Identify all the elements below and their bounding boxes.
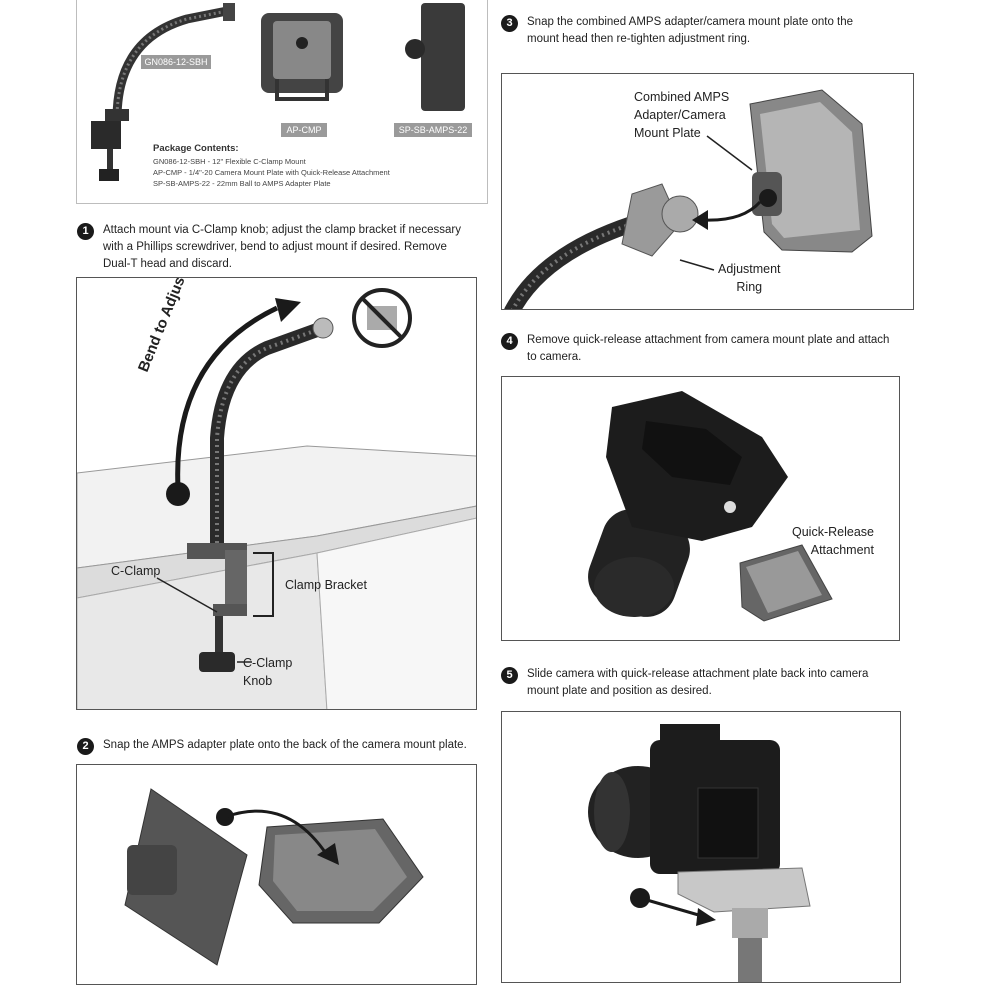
step-4-number: 4	[501, 333, 518, 350]
step-3-line: mount head then re-tighten adjustment ri…	[527, 33, 751, 45]
camera-slide-in-drawing	[588, 724, 811, 982]
c-clamp-label: C-Clamp	[111, 564, 161, 578]
step-1-number: 1	[77, 223, 94, 240]
step-2-text: Snap the AMPS adapter plate onto the bac…	[103, 737, 493, 754]
step-1-line: Attach mount via C-Clamp knob; adjust th…	[103, 224, 461, 236]
clamp-mount-drawing	[77, 288, 476, 709]
combined-plate-label-line: Adapter/Camera	[634, 108, 726, 122]
amps-plate-snap-drawing	[124, 788, 424, 966]
ring-label-line: Adjustment	[718, 262, 781, 276]
ring-label-line: Ring	[736, 280, 763, 294]
step-3-illustration: Combined AMPS Adapter/Camera Mount Plate…	[501, 73, 914, 310]
knob-label-line: Knob	[243, 674, 273, 688]
combined-plate-label-line: Combined AMPS	[634, 90, 730, 104]
step-5-line: Slide camera with quick-release attachme…	[527, 668, 869, 680]
knob-label-line: C-Clamp	[243, 656, 293, 670]
mount-part-tag: GN086-12-SBH	[141, 55, 211, 69]
package-contents-panel: GN086-12-SBH AP-CMP SP-SB-AMPS-22 Packag…	[76, 0, 488, 204]
package-parts-illustration	[91, 3, 465, 181]
package-contents-line: AP-CMP - 1/4"-20 Camera Mount Plate with…	[153, 168, 390, 177]
mount-head-attach-drawing	[504, 89, 873, 309]
combined-plate-label: Combined AMPS Adapter/Camera Mount Plate	[634, 88, 729, 142]
quick-release-camera-drawing	[588, 391, 833, 622]
step-4-line: to camera.	[527, 351, 582, 363]
step-2-number: 2	[77, 738, 94, 755]
step-4-line: Remove quick-release attachment from cam…	[527, 334, 890, 346]
quick-release-label: Quick-Release Attachment	[792, 523, 874, 559]
step-1-line: Dual-T head and discard.	[103, 258, 232, 270]
clamp-bracket-label: Clamp Bracket	[285, 578, 367, 592]
qr-label-line: Quick-Release	[792, 525, 874, 539]
plate-part-tag: AP-CMP	[281, 123, 327, 137]
step-1-illustration: Bend to Adjust C-Clamp Clamp Bracket C-C…	[76, 277, 477, 710]
step-2-illustration	[76, 764, 477, 985]
amps-part-tag: SP-SB-AMPS-22	[394, 123, 472, 137]
package-contents-title: Package Contents:	[153, 143, 239, 154]
package-contents-line: SP-SB-AMPS-22 - 22mm Ball to AMPS Adapte…	[153, 179, 331, 188]
package-contents-line: GN086-12-SBH - 12" Flexible C-Clamp Moun…	[153, 157, 306, 166]
step-2-line: Snap the AMPS adapter plate onto the bac…	[103, 739, 467, 751]
step-5-line: mount plate and position as desired.	[527, 685, 712, 697]
step-5-text: Slide camera with quick-release attachme…	[527, 666, 927, 700]
step-1-line: with a Phillips screwdriver, bend to adj…	[103, 241, 447, 253]
step-3-text: Snap the combined AMPS adapter/camera mo…	[527, 14, 927, 48]
step-3-number: 3	[501, 15, 518, 32]
step-4-illustration: Quick-Release Attachment	[501, 376, 900, 641]
qr-label-line: Attachment	[810, 543, 874, 557]
step-4-text: Remove quick-release attachment from cam…	[527, 332, 927, 366]
step-5-illustration	[501, 711, 901, 983]
adjustment-ring-label: Adjustment Ring	[718, 260, 781, 296]
step-1-text: Attach mount via C-Clamp knob; adjust th…	[103, 222, 493, 273]
combined-plate-label-line: Mount Plate	[634, 126, 701, 140]
step-5-number: 5	[501, 667, 518, 684]
step-3-line: Snap the combined AMPS adapter/camera mo…	[527, 16, 854, 28]
c-clamp-knob-label: C-Clamp Knob	[243, 654, 292, 690]
